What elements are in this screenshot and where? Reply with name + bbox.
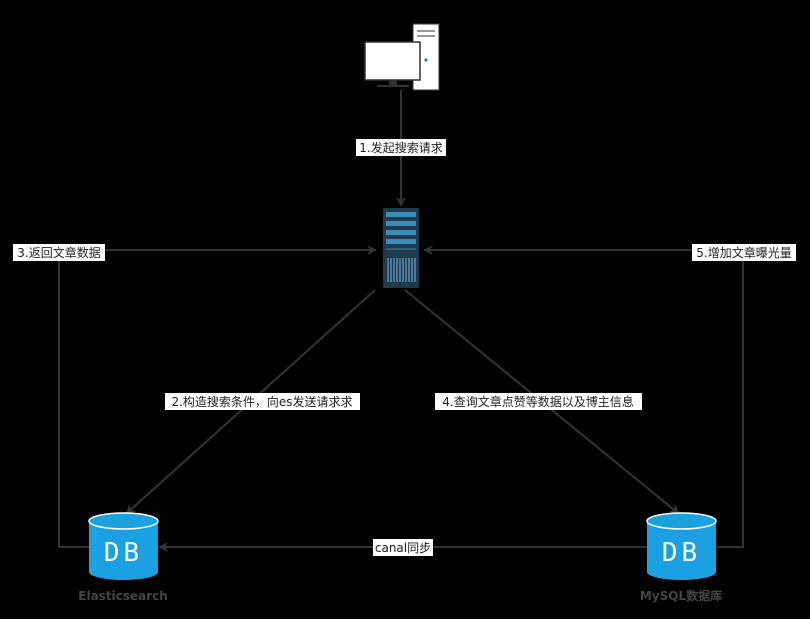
edge-mysql-to-server	[423, 245, 744, 548]
mysql-db-text: DB	[662, 538, 701, 568]
svg-text:1.发起搜索请求: 1.发起搜索请求	[359, 140, 442, 155]
elasticsearch-database-icon: DB	[88, 512, 159, 580]
edge-es-to-server	[58, 245, 377, 548]
connectors	[58, 90, 744, 552]
edge-label-step2: 2.构造搜索条件，向es发送请求求	[165, 393, 360, 410]
edge-label-step4: 4.查询文章点赞等数据以及博主信息	[435, 393, 642, 410]
svg-text:canal同步: canal同步	[375, 541, 431, 555]
desktop-computer-icon	[364, 23, 440, 91]
mysql-caption: MySQL数据库	[640, 588, 722, 603]
edge-label-step3: 3.返回文章数据	[13, 244, 105, 261]
edge-label-step1: 1.发起搜索请求	[356, 139, 446, 156]
elasticsearch-db-text: DB	[104, 538, 143, 568]
edge-label-sync: canal同步	[373, 539, 433, 556]
mysql-database-icon: DB	[646, 512, 717, 580]
svg-text:2.构造搜索条件，向es发送请求求: 2.构造搜索条件，向es发送请求求	[171, 394, 352, 409]
server-rack-icon	[383, 208, 419, 288]
svg-text:3.返回文章数据: 3.返回文章数据	[17, 245, 100, 260]
elasticsearch-caption: Elasticsearch	[78, 589, 167, 603]
edge-label-step5: 5.增加文章曝光量	[692, 244, 796, 261]
svg-text:4.查询文章点赞等数据以及博主信息: 4.查询文章点赞等数据以及博主信息	[442, 394, 633, 409]
svg-text:5.增加文章曝光量: 5.增加文章曝光量	[696, 245, 791, 260]
